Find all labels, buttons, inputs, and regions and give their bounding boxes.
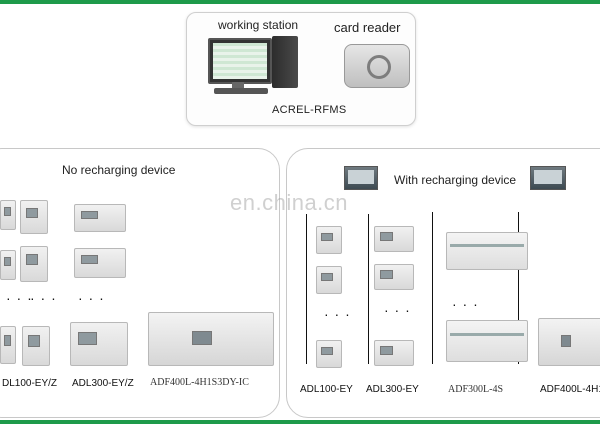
label-adl300-ey-z: ADL300-EY/Z [72, 378, 134, 389]
meter-adl100-icon [22, 326, 50, 366]
meter-adl100-icon [20, 246, 48, 282]
label-adl100-ey: ADL100-EY [300, 384, 353, 395]
system-name: ACREL-RFMS [272, 104, 347, 116]
label-adf300l-4s: ADF300L-4S [448, 384, 503, 395]
meter-adl300-icon [74, 204, 126, 232]
meter-adl300-icon [374, 264, 414, 290]
meter-adf400-icon [538, 318, 600, 366]
meter-adl300-icon [70, 322, 128, 366]
meter-adl300-icon [74, 248, 126, 278]
card-reader-label: card reader [334, 20, 400, 35]
monitor-icon [208, 38, 272, 84]
keyboard-icon [214, 88, 268, 94]
meter-adf300-icon [446, 232, 528, 270]
meter-adl100-icon [0, 250, 16, 280]
meter-adf400-icon [148, 312, 274, 366]
ellipsis: · · · [324, 306, 351, 322]
top-border-bar [0, 0, 600, 4]
meter-adl300-icon [374, 226, 414, 252]
bus-line [432, 212, 433, 364]
recharge-terminal-icon [530, 166, 566, 190]
ellipsis: · · · [452, 296, 479, 312]
no-recharge-title: No recharging device [62, 163, 175, 177]
label-adf400-4h1s3dy-ic: ADF400L-4H1S3DY-IC [150, 377, 249, 388]
pc-tower-icon [272, 36, 298, 88]
meter-adl100-icon [316, 340, 342, 368]
card-reader-icon [344, 44, 410, 88]
label-adl300-ey: ADL300-EY [366, 384, 419, 395]
with-recharge-title: With recharging device [394, 173, 516, 187]
meter-adl100-icon [0, 200, 16, 230]
meter-adl300-icon [374, 340, 414, 366]
meter-adf300-icon [446, 320, 528, 362]
bus-line [306, 214, 307, 364]
meter-adl100-icon [316, 266, 342, 294]
meter-adl100-icon [316, 226, 342, 254]
ellipsis: · · · [6, 290, 33, 306]
recharge-terminal-icon [344, 166, 378, 190]
label-adf400l-4h1s: ADF400L-4H1S [540, 384, 600, 395]
ellipsis: · · · [384, 302, 411, 318]
ellipsis: · · · [30, 290, 57, 306]
workstation-label: working station [218, 18, 298, 32]
label-adl100-ey-z: DL100-EY/Z [2, 378, 57, 389]
watermark-text: en.china.cn [230, 190, 348, 216]
ellipsis: · · · [78, 290, 105, 306]
bottom-border-bar [0, 420, 600, 424]
meter-adl100-icon [20, 200, 48, 234]
bus-line [368, 214, 369, 364]
meter-adl100-icon [0, 326, 16, 364]
